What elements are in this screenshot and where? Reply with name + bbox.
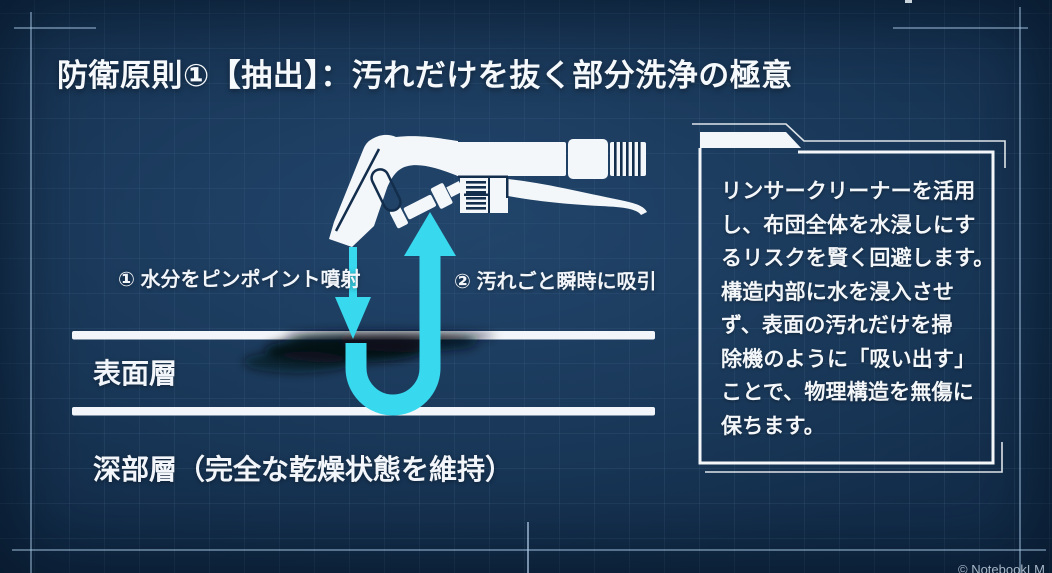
info-line: 保ちます。 [721,414,825,438]
info-box: リンサークリーナーを活用 し、布団全体を水浸しにす るリスクを賢く回避します。 … [688,118,1022,480]
info-box-text: リンサークリーナーを活用 し、布団全体を水浸しにす るリスクを賢く回避します。 … [721,175,1001,443]
info-box-tab [700,132,801,148]
deep-layer-line [72,407,655,416]
crosshair-bottom-center-vertical [527,522,529,573]
label-step2-suction: ② 汚れごと瞬時に吸引 [454,271,657,293]
info-line: るリスクを賢く回避します。 [721,247,995,270]
nozzle-trigger [508,179,647,215]
info-line: し、布団全体を水浸しにす [721,213,976,237]
label-deep-layer: 深部層（完全な乾燥状態を維持） [93,454,514,485]
nozzle-connector [568,139,608,179]
suction-u-arrow [345,212,456,416]
spray-down-arrow [335,247,371,339]
crosshair-left-vertical [30,12,32,573]
nozzle-spray-tube [389,181,464,229]
top-edge-dash [905,0,912,3]
info-line: 構造内部に水を浸入させ [721,280,955,304]
nozzle-threads [610,142,646,176]
info-line: リンサークリーナーを活用 [721,180,976,203]
info-line: 除機のように「吸い出す」 [721,347,976,371]
label-surface-layer: 表面層 [93,358,178,389]
crosshair-bottom-horizontal [12,549,1046,551]
info-line: ことで、物理構造を無傷に [721,381,974,404]
info-box-frame [692,123,1006,473]
stain-blob [243,331,495,373]
slide-title: 防衛原則①【抽出】：汚れだけを抜く部分洗浄の極意 [57,58,793,93]
crosshair-topright-horizontal [893,27,1028,29]
watermark: © NotebookLM [958,562,1045,573]
crosshair-right-vertical [1019,7,1021,573]
nozzle-illustration [329,134,647,247]
info-line: ず、表面の汚れだけを掃 [721,314,953,337]
label-step1-spray: ① 水分をピンポイント噴射 [118,269,361,291]
nozzle-barrel [456,142,566,176]
crosshair-topleft-horizontal [14,27,96,29]
nozzle-head [329,134,458,247]
